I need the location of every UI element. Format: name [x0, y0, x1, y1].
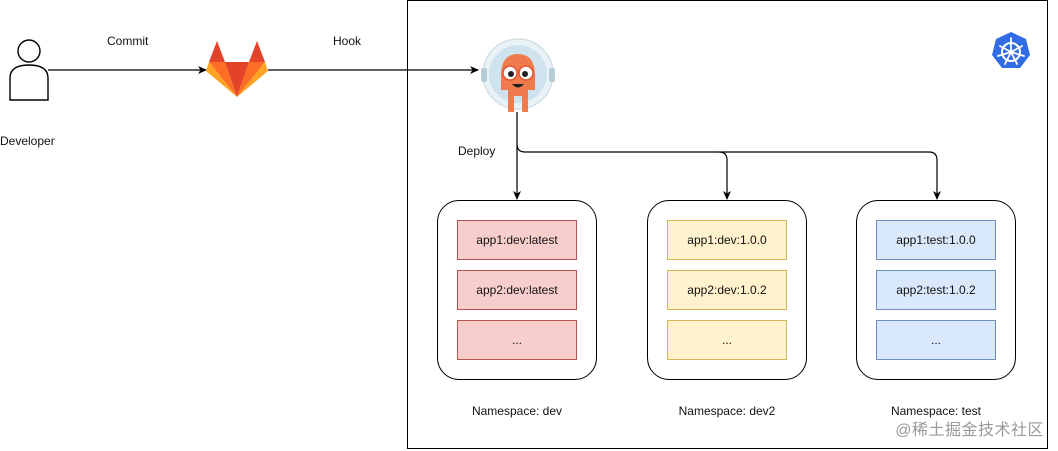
namespace-dev-label: Namespace: dev [471, 404, 563, 418]
deploy-label: Deploy [458, 144, 496, 158]
deploy-arrow-test [719, 151, 941, 200]
kubernetes-icon [992, 32, 1030, 68]
namespace-dev2-label: Namespace: dev2 [678, 404, 776, 418]
app-box: ... [876, 320, 996, 360]
app-box: app1:test:1.0.0 [876, 220, 996, 260]
app-box: app2:dev:1.0.2 [667, 270, 787, 310]
app-box: app1:dev:latest [457, 220, 577, 260]
app-box: app2:test:1.0.2 [876, 270, 996, 310]
app-box: app1:dev:1.0.0 [667, 220, 787, 260]
deploy-arrow-dev2 [516, 143, 731, 200]
person-icon [9, 39, 49, 101]
commit-label: Commit [107, 34, 149, 48]
watermark-text: @稀土掘金技术社区 [895, 422, 1044, 439]
app-box: ... [667, 320, 787, 360]
argocd-icon [481, 38, 555, 112]
app-box: app2:dev:latest [457, 270, 577, 310]
developer-label: Developer [0, 134, 55, 148]
namespace-test-label: Namespace: test [890, 404, 982, 418]
gitlab-icon [206, 41, 268, 97]
hook-label: Hook [333, 34, 362, 48]
app-box: ... [457, 320, 577, 360]
